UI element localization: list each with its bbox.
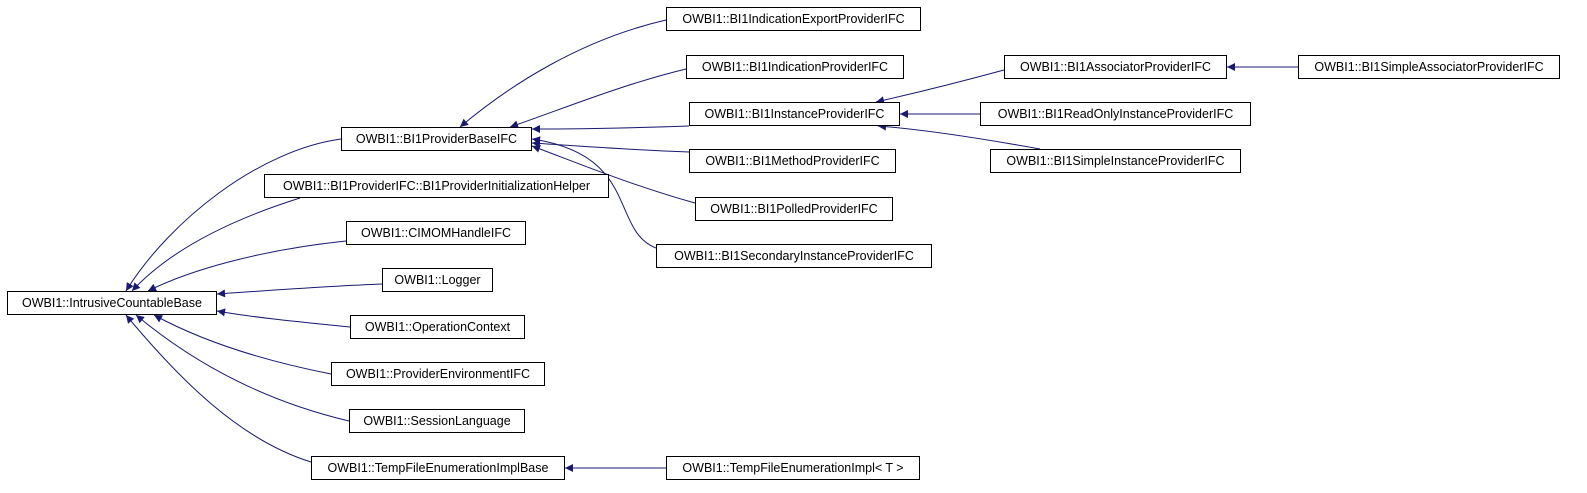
class-node-ind[interactable]: OWBI1::BI1IndicationProviderIFC [686,55,904,79]
class-node-poll[interactable]: OWBI1::BI1PolledProviderIFC [695,197,893,221]
class-node-label: OWBI1::BI1InstanceProviderIFC [704,107,885,121]
edge-opctx-to-root [216,308,351,328]
class-node-label: OWBI1::BI1SimpleAssociatorProviderIFC [1314,60,1544,74]
class-node-label: OWBI1::BI1AssociatorProviderIFC [1019,60,1212,74]
class-node-slang[interactable]: OWBI1::SessionLanguage [349,409,525,433]
class-node-label: OWBI1::BI1IndicationProviderIFC [701,60,889,74]
class-node-pinit[interactable]: OWBI1::BI1ProviderIFC::BI1ProviderInitia… [264,174,609,198]
edge-assoc-to-inst [875,69,1005,105]
edge-secinst-to-pbase [531,136,657,249]
class-node-indexp[interactable]: OWBI1::BI1IndicationExportProviderIFC [666,7,921,31]
edge-tfebase-to-root [125,314,312,463]
edge-logger-to-root [216,283,383,298]
class-node-label: OWBI1::BI1ProviderBaseIFC [355,132,518,146]
class-node-cimom[interactable]: OWBI1::CIMOMHandleIFC [346,221,526,245]
class-node-label: OWBI1::BI1MethodProviderIFC [705,154,880,168]
class-node-logger[interactable]: OWBI1::Logger [382,268,493,292]
class-node-opctx[interactable]: OWBI1::OperationContext [350,315,525,339]
class-node-label: OWBI1::ProviderEnvironmentIFC [345,367,531,381]
class-node-tfebase[interactable]: OWBI1::TempFileEnumerationImplBase [311,456,565,480]
class-node-label: OWBI1::BI1SecondaryInstanceProviderIFC [674,249,914,263]
class-node-siminst[interactable]: OWBI1::BI1SimpleInstanceProviderIFC [990,149,1241,173]
edge-siminst-to-inst [877,122,1041,150]
edge-pinit-to-root [131,197,301,292]
class-node-label: OWBI1::SessionLanguage [363,414,511,428]
class-node-label: OWBI1::TempFileEnumerationImplBase [327,461,549,475]
class-node-simassoc[interactable]: OWBI1::BI1SimpleAssociatorProviderIFC [1298,55,1560,79]
edge-penv-to-root [153,314,332,375]
class-node-pbase[interactable]: OWBI1::BI1ProviderBaseIFC [341,127,532,151]
class-node-root[interactable]: OWBI1::IntrusiveCountableBase [7,291,217,315]
edge-ind-to-pbase [509,68,687,129]
class-node-roinst[interactable]: OWBI1::BI1ReadOnlyInstanceProviderIFC [980,102,1251,126]
edge-meth-to-pbase [531,139,690,153]
class-node-tfe[interactable]: OWBI1::TempFileEnumerationImpl< T > [666,456,920,480]
edge-poll-to-pbase [531,145,696,204]
class-node-label: OWBI1::OperationContext [364,320,511,334]
class-node-label: OWBI1::BI1ProviderIFC::BI1ProviderInitia… [282,179,591,193]
class-node-inst[interactable]: OWBI1::BI1InstanceProviderIFC [689,102,900,126]
edge-cimom-to-root [147,240,347,292]
class-node-label: OWBI1::CIMOMHandleIFC [360,226,512,240]
class-node-label: OWBI1::BI1PolledProviderIFC [710,202,878,216]
class-node-label: OWBI1::TempFileEnumerationImpl< T > [682,461,904,475]
class-node-label: OWBI1::Logger [394,273,481,287]
class-node-label: OWBI1::BI1SimpleInstanceProviderIFC [1006,154,1225,168]
class-node-label: OWBI1::BI1IndicationExportProviderIFC [682,12,905,26]
class-node-label: OWBI1::IntrusiveCountableBase [22,296,202,310]
class-node-meth[interactable]: OWBI1::BI1MethodProviderIFC [689,149,896,173]
class-node-secinst[interactable]: OWBI1::BI1SecondaryInstanceProviderIFC [656,244,932,268]
edge-slang-to-root [135,314,350,422]
edge-inst-to-pbase [531,124,690,133]
edge-indexp-to-pbase [459,19,667,128]
class-node-assoc[interactable]: OWBI1::BI1AssociatorProviderIFC [1004,55,1227,79]
class-node-label: OWBI1::BI1ReadOnlyInstanceProviderIFC [997,107,1234,121]
edge-pbase-to-root [125,138,342,292]
class-node-penv[interactable]: OWBI1::ProviderEnvironmentIFC [331,362,545,386]
